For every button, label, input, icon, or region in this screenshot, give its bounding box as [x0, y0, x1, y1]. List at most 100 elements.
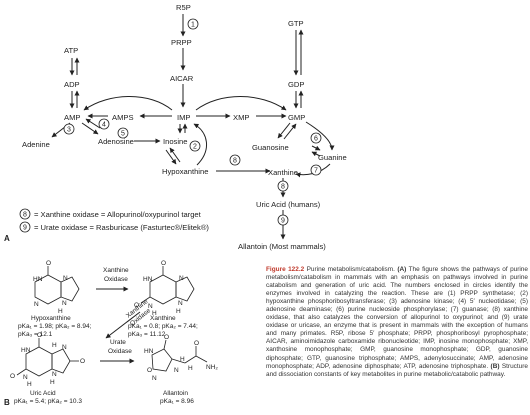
- node-guanine: Guanine: [318, 153, 347, 162]
- caption-label-a: (A): [397, 266, 407, 273]
- svg-text:H: H: [52, 342, 57, 349]
- node-imp: IMP: [177, 113, 191, 122]
- legend-num-9: 9: [23, 225, 27, 232]
- svg-text:H: H: [176, 308, 181, 315]
- pathway-diagram: [51, 14, 335, 240]
- panel-label-a: A: [4, 234, 10, 243]
- svg-text:O: O: [134, 302, 139, 309]
- node-allantoin: Allantoin (Most mammals): [238, 242, 326, 251]
- svg-text:N: N: [62, 344, 67, 351]
- structure-allantoin: [151, 339, 208, 372]
- svg-text:NH₂: NH₂: [206, 364, 218, 371]
- svg-text:N: N: [178, 300, 183, 307]
- svg-text:3: 3: [67, 127, 71, 134]
- step-5: 5: [117, 127, 129, 139]
- node-hypoxanthine: Hypoxanthine: [162, 167, 208, 176]
- svg-text:O: O: [37, 332, 42, 339]
- caption-label-b: (B): [490, 362, 500, 370]
- pathway-nodes: R5P PRPP AICAR ATP ADP AMP AMPS IMP XMP …: [22, 3, 347, 251]
- structures-panel: [16, 266, 208, 377]
- step-6: 6: [310, 132, 322, 144]
- structure-uric-acid: [16, 338, 79, 377]
- node-atp: ATP: [64, 46, 78, 55]
- svg-text:H: H: [50, 379, 55, 386]
- enzyme-xo1-line1: Xanthine: [103, 267, 129, 274]
- svg-text:N: N: [63, 275, 68, 282]
- node-xmp: XMP: [233, 113, 249, 122]
- svg-text:O: O: [161, 260, 166, 267]
- node-adp: ADP: [64, 80, 80, 89]
- step-7: 7: [310, 164, 322, 176]
- svg-text:H: H: [188, 365, 193, 372]
- mol-name-uric-acid: Uric Acid: [30, 390, 56, 397]
- mol-pka-hypoxanthine-1: pKa₁ = 1.98; pKa₂ = 8.94;: [18, 323, 92, 330]
- mol-pka-xanthine-1: pKa₁ = 0.8; pKa₂ = 7.44;: [128, 323, 198, 330]
- legend-num-8: 8: [23, 212, 27, 219]
- svg-text:1: 1: [191, 22, 195, 29]
- node-uric-acid: Uric Acid (humans): [256, 200, 321, 209]
- step-8: 8: [229, 154, 241, 166]
- node-aicar: AICAR: [170, 74, 194, 83]
- svg-text:HN: HN: [33, 276, 43, 283]
- svg-text:O: O: [147, 367, 152, 374]
- svg-text:N: N: [52, 371, 57, 378]
- molecule-labels: Hypoxanthine pKa₁ = 1.98; pKa₂ = 8.94; p…: [14, 315, 198, 405]
- step-3: 3: [63, 123, 75, 135]
- caption-title: Figure 122.2: [266, 266, 305, 273]
- svg-text:2: 2: [193, 144, 197, 151]
- mol-name-xanthine: Xanthine: [150, 315, 176, 322]
- panel-label-b: B: [4, 398, 10, 407]
- caption-text-a: Purine metabolism/catabolism.: [304, 266, 398, 273]
- figure-caption: Figure 122.2 Purine metabolism/catabolis…: [266, 266, 528, 379]
- svg-text:4: 4: [102, 122, 106, 129]
- mol-pka-hypoxanthine-2: pKa₃ = 12.1: [18, 331, 53, 338]
- svg-text:N: N: [152, 375, 157, 382]
- legend-text-9: = Urate oxidase = Rasburicase (Fasturtec…: [34, 223, 209, 232]
- svg-text:N: N: [34, 301, 39, 308]
- structure-hypoxanthine: [34, 266, 80, 305]
- node-adenosine: Adenosine: [98, 137, 134, 146]
- svg-text:8: 8: [233, 158, 237, 165]
- svg-text:6: 6: [314, 136, 318, 143]
- svg-text:O: O: [80, 358, 85, 365]
- svg-text:9: 9: [281, 218, 285, 225]
- enzyme-uo-line2: Oxidase: [108, 348, 132, 355]
- node-prpp: PRPP: [171, 38, 192, 47]
- mol-name-hypoxanthine: Hypoxanthine: [31, 315, 71, 322]
- svg-text:N: N: [179, 275, 184, 282]
- step-4: 4: [98, 118, 110, 130]
- node-xanthine: Xanthine: [268, 168, 298, 177]
- node-gdp: GDP: [288, 80, 304, 89]
- svg-text:7: 7: [314, 168, 318, 175]
- svg-text:H: H: [58, 308, 63, 315]
- step-8b: 8: [277, 180, 289, 192]
- svg-text:N: N: [62, 300, 67, 307]
- mol-name-allantoin: Allantoin: [163, 390, 188, 397]
- svg-text:N: N: [174, 367, 179, 374]
- svg-text:O: O: [46, 260, 51, 267]
- node-gtp: GTP: [288, 19, 304, 28]
- node-inosine: Inosine: [163, 137, 188, 146]
- svg-text:O: O: [164, 334, 169, 341]
- step-markers: 1 2 3 4 5 6 7 8 8 9: [63, 18, 322, 226]
- step-1: 1: [187, 18, 199, 30]
- legend-text-8: = Xanthine oxidase = Allopurinol/oxypuri…: [34, 210, 202, 219]
- mol-pka-xanthine-2: pKa₃ = 11.12: [128, 331, 166, 338]
- node-adenine: Adenine: [22, 140, 50, 149]
- svg-text:H: H: [152, 310, 157, 317]
- svg-text:5: 5: [121, 131, 125, 138]
- enzyme-uo-line1: Urate: [110, 339, 126, 346]
- enzyme-xo1-line2: Oxidase: [104, 276, 128, 283]
- node-amps: AMPS: [112, 113, 134, 122]
- svg-text:8: 8: [281, 184, 285, 191]
- structure-xanthine: [140, 266, 195, 305]
- node-amp: AMP: [64, 113, 80, 122]
- svg-text:H: H: [27, 381, 32, 388]
- svg-text:HN: HN: [21, 347, 31, 354]
- node-gmp: GMP: [288, 113, 305, 122]
- step-2: 2: [189, 140, 201, 152]
- node-guanosine: Guanosine: [252, 143, 289, 152]
- svg-text:N: N: [148, 303, 153, 310]
